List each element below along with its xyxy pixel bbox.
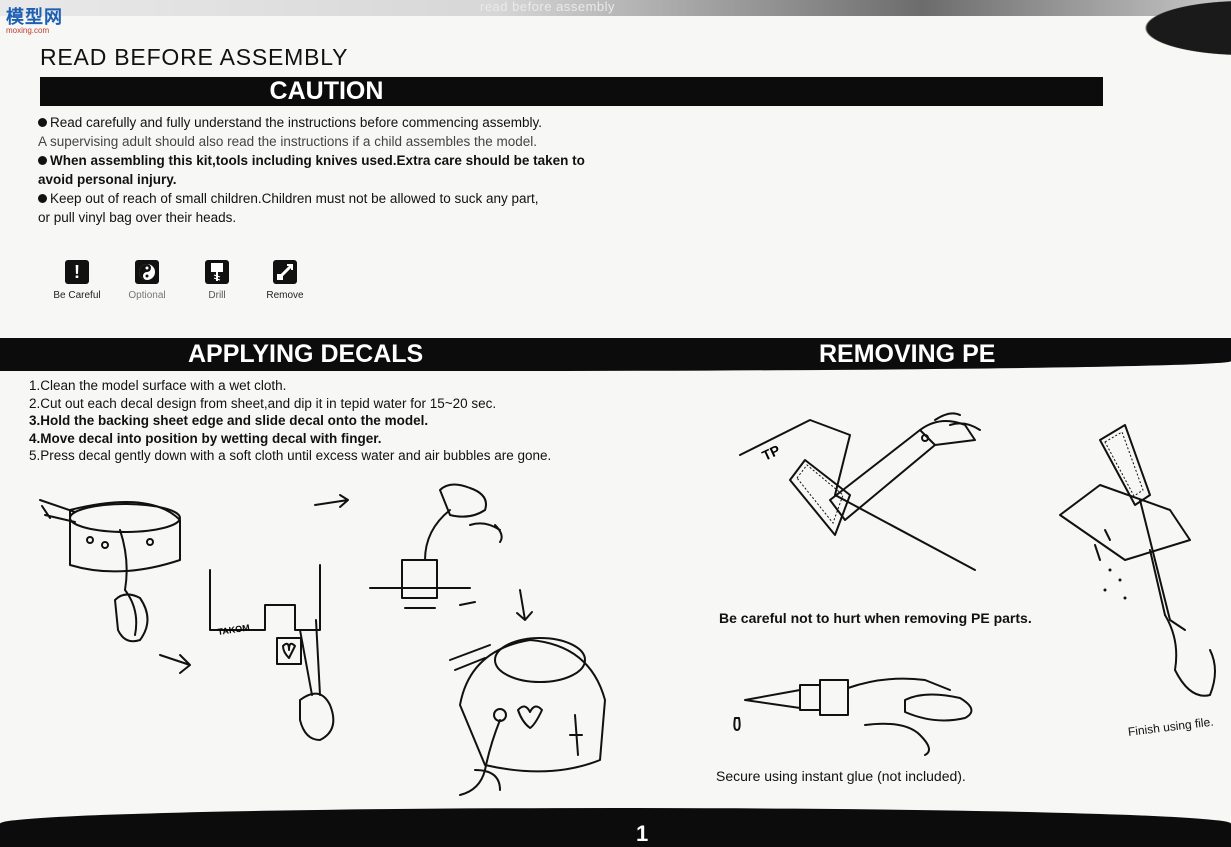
site-logo-text: 模型网 [6,7,63,27]
symbol-legend: ! Be Careful Optional Drill Remove [40,260,330,310]
read-before-assembly-title: READ BEFORE ASSEMBLY [40,44,349,70]
legend-be-careful: ! Be Careful [46,260,108,301]
caution-item: When assembling this kit,tools including… [38,151,628,170]
caution-item: A supervising adult should also read the… [38,134,538,149]
pe-fret-label: TP [760,442,783,464]
caution-item: Keep out of reach of small children.Chil… [38,189,628,208]
instant-glue-illustration [733,677,973,756]
legend-label: Drill [208,290,226,301]
legend-label: Optional [128,290,166,301]
legend-drill: Drill [186,260,248,301]
decal-step: 5.Press decal gently down with a soft cl… [29,448,552,463]
top-band-text: read before assembly [480,0,616,14]
pe-caution-caption: Be careful not to hurt when removing PE … [719,610,1032,626]
section-header-bar: APPLYING DECALS REMOVING PE [0,338,1231,371]
caution-list: Read carefully and fully understand the … [38,113,628,227]
turret-decal-drawing [449,637,606,796]
legend-remove: Remove [254,260,316,301]
caution-item: avoid personal injury. [38,172,177,187]
optional-icon [135,260,159,284]
caution-item: Read carefully and fully understand the … [38,113,628,132]
decal-sheet-drawing: TAKOM [209,494,349,741]
decal-steps: 1.Clean the model surface with a wet clo… [29,377,639,465]
drill-icon [205,260,229,284]
legend-label: Remove [266,290,304,301]
file-finishing-illustration [1059,424,1216,697]
top-right-swoosh [1091,0,1231,70]
bullet-icon [38,194,47,203]
footer-bar [0,808,1231,847]
legend-optional: Optional [116,260,178,301]
decal-step: 3.Hold the backing sheet edge and slide … [29,413,429,428]
decal-step: 4.Move decal into position by wetting de… [29,430,382,446]
bullet-icon [38,118,47,127]
site-logo: 模型网 moxing.com [6,8,70,38]
applying-decals-title: APPLYING DECALS [188,340,424,368]
turret-wipe-drawing [39,499,191,674]
caution-banner: CAUTION [40,77,1103,106]
caution-item: or pull vinyl bag over their heads. [38,210,237,225]
takom-label: TAKOM [217,623,250,637]
decal-step: 2.Cut out each decal design from sheet,a… [29,395,497,411]
remove-icon [273,260,297,284]
decal-step: 1.Clean the model surface with a wet clo… [29,378,287,393]
pe-fret-cutting-illustration: TP [739,412,981,571]
instant-glue-caption: Secure using instant glue (not included)… [716,768,966,784]
bullet-icon [38,156,47,165]
exclamation-icon: ! [65,260,89,284]
legend-label: Be Careful [53,290,101,301]
decal-application-illustration: TAKOM [39,483,606,796]
top-band: read before assembly [0,0,1231,16]
site-logo-subtext: moxing.com [6,26,50,35]
removing-pe-title: REMOVING PE [819,340,996,368]
water-dip-drawing [369,483,533,621]
page-number: 1 [636,821,649,846]
